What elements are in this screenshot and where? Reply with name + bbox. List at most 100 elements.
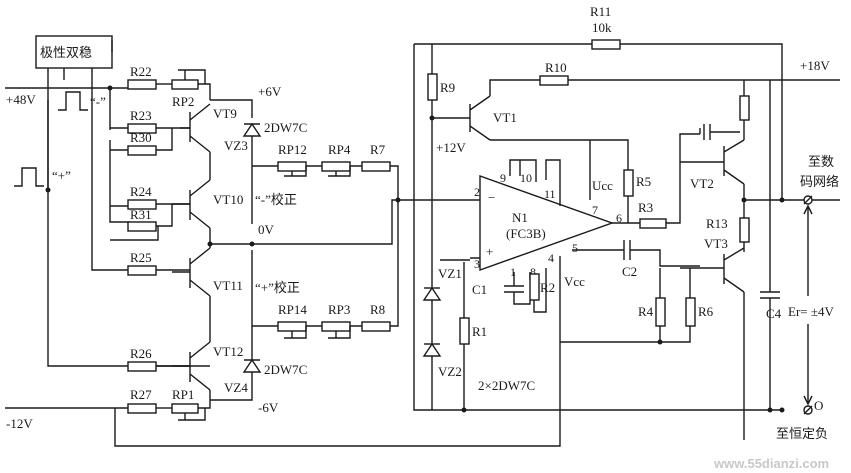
to-network-label: 至数: [808, 154, 834, 169]
plus12v-label: +12V: [436, 140, 466, 155]
opamp-name-label: N1: [512, 210, 528, 225]
r5-label: R5: [636, 174, 651, 189]
vt1-label: VT1: [493, 110, 517, 125]
resistor-r13: [739, 217, 750, 243]
pot-rp14: [277, 321, 307, 332]
vt10-label: VT10: [213, 192, 243, 207]
rp1-label: RP1: [172, 387, 194, 402]
r22-label: R22: [130, 64, 152, 79]
negative-pulse-symbol: [58, 91, 88, 111]
r2-label: R2: [540, 280, 555, 295]
resistor-r7: [361, 161, 391, 172]
r24-label: R24: [130, 184, 152, 199]
resistor-r9: [427, 73, 438, 101]
wire-feedback-r11: [414, 43, 783, 200]
resistor-r8: [361, 321, 391, 332]
zero-v-label: 0V: [258, 222, 275, 237]
r6-label: R6: [698, 304, 714, 319]
c4-label: C4: [766, 306, 782, 321]
zener-vz1: VZ1: [422, 266, 462, 301]
vz3-type-label: 2DW7C: [264, 120, 307, 135]
wire-bistable-to-r25: [91, 68, 130, 271]
resistor-r22: [127, 79, 157, 90]
pot-rp1: [171, 403, 199, 414]
rp3-label: RP3: [328, 302, 350, 317]
r11-label: R11: [590, 4, 611, 19]
r8-label: R8: [370, 302, 385, 317]
r11-value-label: 10k: [592, 20, 612, 35]
zener-pair-label: 2×2DW7C: [478, 378, 535, 393]
vt9-label: VT9: [213, 106, 237, 121]
pos-correct-label: “+”校正: [255, 280, 300, 295]
polarity-bistable-block: [35, 35, 113, 69]
opamp-plus: +: [486, 244, 493, 259]
positive-pulse-symbol: [14, 167, 44, 187]
transistor-vt9: VT9: [180, 103, 237, 153]
pin2-label: 2: [474, 185, 480, 199]
pin10-label: 10: [520, 171, 532, 185]
resistor-r30: [127, 145, 157, 156]
pin8-label: 8: [530, 265, 536, 279]
plus6v-label: +6V: [258, 84, 282, 99]
resistor-r31: [127, 221, 157, 232]
pin1-label: 1: [510, 265, 516, 279]
vz1-label: VZ1: [438, 266, 462, 281]
to-constant-negative-label: 至恒定负: [776, 426, 828, 441]
r25-label: R25: [130, 250, 152, 265]
minus12v-label: -12V: [6, 416, 33, 431]
zener-vz4: 2DW7C VZ4: [210, 326, 307, 401]
wire-zero-v: [210, 199, 480, 245]
out-o-label: O: [814, 398, 823, 413]
pin7-label: 7: [592, 203, 598, 217]
pin6-label: 6: [616, 211, 622, 225]
to-network-label-2: 码网络: [800, 174, 839, 189]
transistor-vt12: VT12: [172, 341, 243, 391]
pin9-label: 9: [500, 171, 506, 185]
opamp-minus: −: [488, 190, 495, 205]
transistor-vt10: VT10: [172, 179, 243, 229]
resistor-r10: [539, 75, 569, 86]
plus-sign-label: “+”: [52, 168, 71, 183]
pot-rp12: [277, 161, 307, 172]
resistor-r11: [591, 39, 621, 50]
plus18v-label: +18V: [800, 58, 830, 73]
vz4-type-label: 2DW7C: [264, 362, 307, 377]
resistor-r25: [127, 265, 157, 276]
r9-label: R9: [440, 80, 455, 95]
resistor-r26: [127, 361, 157, 372]
r31-label: R31: [130, 207, 152, 222]
resistor-r3: [639, 218, 667, 229]
rp12-label: RP12: [278, 142, 307, 157]
r26-label: R26: [130, 346, 152, 361]
neg-correct-label: “-”校正: [255, 192, 297, 207]
r30-label: R30: [130, 130, 152, 145]
c2-label: C2: [622, 264, 637, 279]
vz2-label: VZ2: [438, 364, 462, 379]
vt3-label: VT3: [704, 236, 728, 251]
resistor-r2: [529, 273, 540, 301]
vz3-label: VZ3: [224, 138, 248, 153]
pot-rp4: [321, 161, 351, 172]
vt11-label: VT11: [213, 278, 243, 293]
zener-vz2: VZ2: [422, 342, 462, 379]
pot-rp2: [171, 79, 199, 90]
zener-vz3: 2DW7C VZ3: [224, 120, 307, 166]
resistor-r6: [685, 297, 696, 327]
c1-label: C1: [472, 282, 487, 297]
rp2-label: RP2: [172, 94, 194, 109]
opamp-n1: − N1 (FC3B) + 2 3 9 10 11 7 6 5 4 1 8: [474, 171, 622, 279]
r27-label: R27: [130, 387, 152, 402]
vt2-label: VT2: [690, 176, 714, 191]
ucc-label: Ucc: [592, 178, 613, 193]
rp4-label: RP4: [328, 142, 351, 157]
vt12-label: VT12: [213, 344, 243, 359]
r13-label: R13: [706, 216, 728, 231]
pin11-label: 11: [544, 187, 556, 201]
transistor-vt2: VT2: [680, 139, 745, 191]
r23-label: R23: [130, 108, 152, 123]
pin3-label: 3: [474, 257, 480, 271]
r7-label: R7: [370, 142, 386, 157]
pot-rp3: [321, 321, 351, 332]
